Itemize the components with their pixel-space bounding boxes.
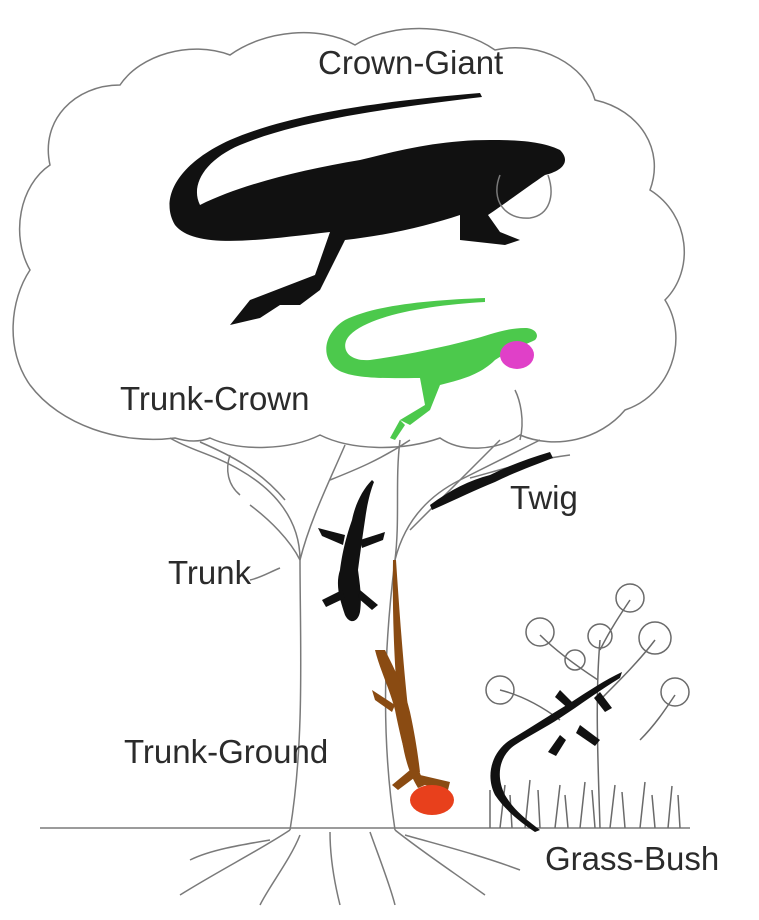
crown-giant-lizard [170, 93, 565, 325]
label-grass-bush: Grass-Bush [545, 842, 719, 875]
grass-bush-plant [486, 584, 689, 828]
trunk-ground-lizard [372, 560, 454, 815]
grass-bush-lizard [490, 672, 622, 832]
trunk-crown-lizard [326, 298, 537, 440]
label-crown-giant: Crown-Giant [318, 46, 503, 79]
label-trunk: Trunk [168, 556, 251, 589]
trunk-lizard [318, 480, 385, 621]
label-trunk-crown: Trunk-Crown [120, 382, 309, 415]
label-twig: Twig [510, 481, 578, 514]
label-trunk-ground: Trunk-Ground [124, 735, 328, 768]
